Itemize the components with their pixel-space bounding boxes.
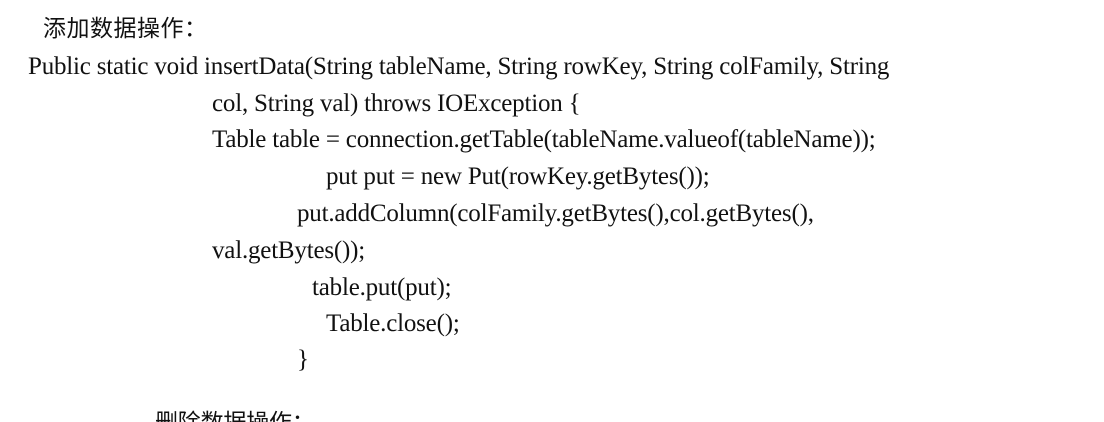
code-line-add-column: put.addColumn(colFamily.getBytes(),col.g… (297, 200, 814, 227)
code-line-table-put: table.put(put); (312, 274, 452, 301)
code-line-new-put: put put = new Put(rowKey.getBytes()); (326, 163, 710, 190)
code-line-add-column-continued: val.getBytes()); (212, 237, 366, 264)
section-heading-add-data: 添加数据操作： (43, 16, 208, 42)
code-line-method-signature: Public static void insertData(String tab… (28, 53, 890, 80)
code-line-method-signature-continued: col, String val) throws IOException { (212, 90, 581, 117)
code-line-closing-brace: } (297, 346, 309, 373)
code-line-table-close: Table.close(); (326, 310, 460, 337)
section-heading-delete-data-partial: 删除数据操作： (155, 408, 315, 422)
code-line-get-table: Table table = connection.getTable(tableN… (212, 126, 876, 153)
